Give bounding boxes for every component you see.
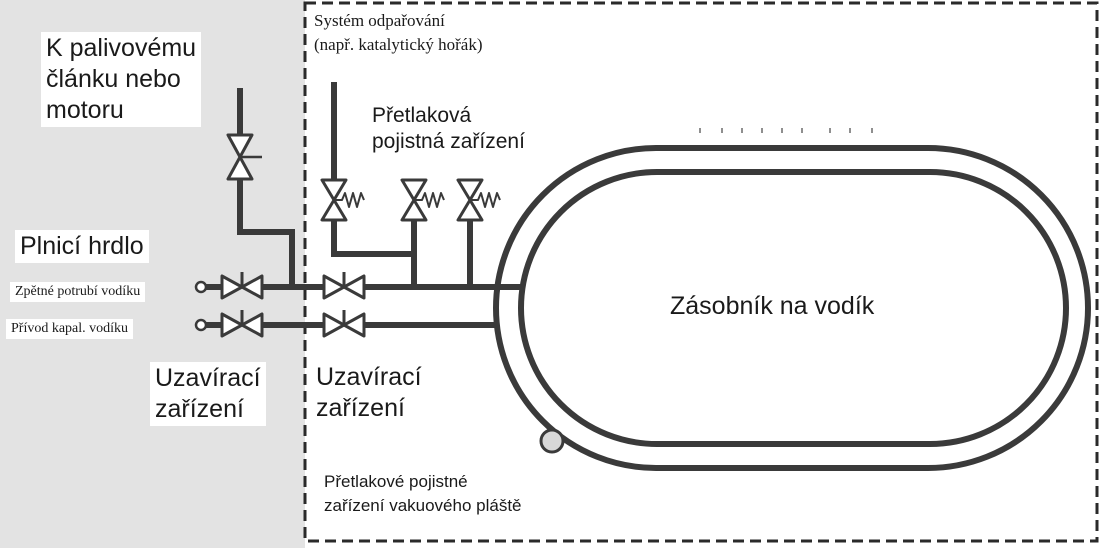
inner-supply-valve-icon [322, 310, 366, 338]
inner-shutoff-label: Uzavírací zařízení [316, 362, 422, 424]
fuel-cell-label-line-2: článku nebo [46, 65, 181, 93]
inner-shutoff-label-line-1: Uzavírací [316, 363, 422, 391]
relief-devices-label: Přetlaková pojistná zařízení [372, 103, 525, 155]
return-line-end-icon [194, 280, 208, 294]
tank-label: Zásobník na vodík [670, 292, 875, 320]
relief-valve-2-icon [400, 178, 445, 222]
fuel-cell-pipe [237, 88, 295, 287]
vacuum-relief-device-icon [539, 428, 565, 454]
relief-devices-label-line-1: Přetlaková [372, 104, 472, 127]
outer-shutoff-label-line-1: Uzavírací [155, 364, 261, 392]
vacuum-relief-label-line-2: zařízení vakuového pláště [324, 496, 522, 515]
boiloff-label: Systém odpařování (např. katalytický hoř… [314, 9, 483, 57]
vacuum-relief-label-line-1: Přetlakové pojistné [324, 472, 468, 491]
inner-return-valve-icon [322, 272, 366, 300]
relief-devices-label-line-2: pojistná zařízení [372, 130, 525, 153]
system-boundary [303, 1, 1099, 543]
tank-inner-vessel [518, 169, 1069, 447]
fuel-cell-label-line-3: motoru [46, 96, 124, 124]
outer-return-valve-icon [220, 272, 264, 300]
supply-line-end-icon [194, 318, 208, 332]
outer-shutoff-label: Uzavírací zařízení [150, 362, 266, 426]
outer-supply-valve-icon [220, 310, 264, 338]
fuel-cell-label: K palivovému článku nebo motoru [41, 32, 202, 127]
fuel-cell-label-line-1: K palivovému [46, 34, 197, 62]
filler-neck-label: Plnicí hrdlo [15, 230, 149, 263]
boiloff-label-line-2: (např. katalytický hořák) [314, 35, 483, 54]
boiloff-relief-valve-icon [320, 178, 365, 222]
boiloff-label-line-1: Systém odpařování [314, 11, 445, 30]
liquid-supply-label: Přívod kapal. vodíku [6, 319, 134, 339]
return-line-label: Zpětné potrubí vodíku [10, 282, 146, 302]
vacuum-relief-label: Přetlakové pojistné zařízení vakuového p… [324, 470, 522, 518]
inner-shutoff-label-line-2: zařízení [316, 394, 405, 422]
speck-marks [699, 128, 873, 133]
fuel-cell-valve-icon [226, 133, 262, 181]
outer-shutoff-label-line-2: zařízení [155, 395, 244, 423]
relief-valve-3-icon [456, 178, 501, 222]
